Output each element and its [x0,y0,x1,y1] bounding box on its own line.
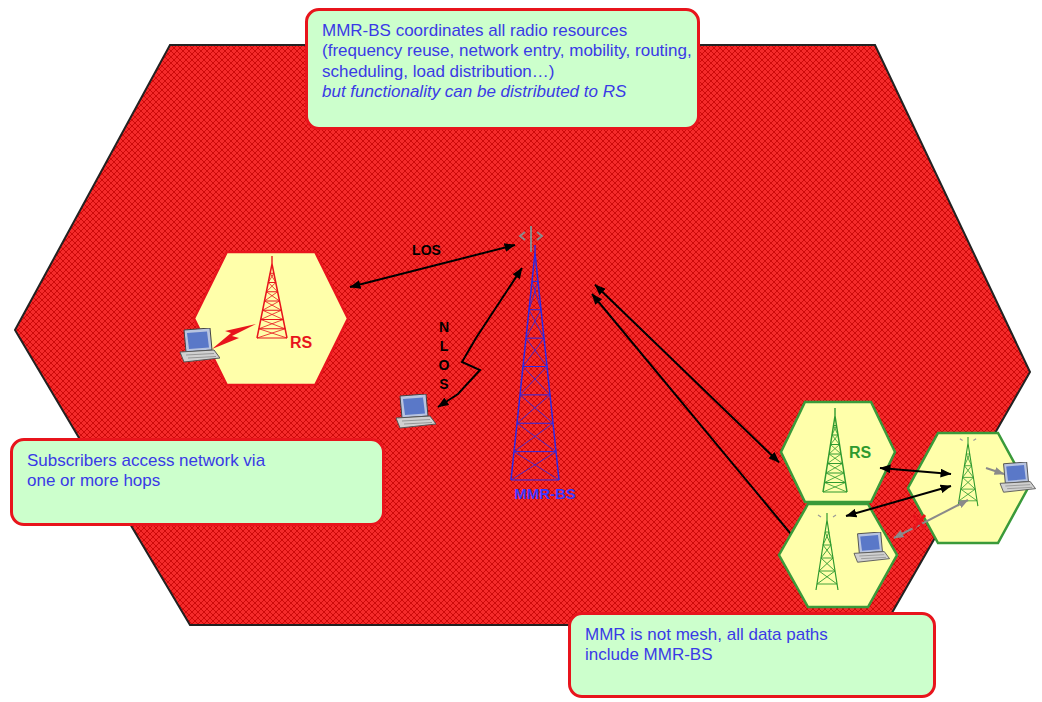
station-label: MMR-BS [495,485,595,502]
base-station: MMR-BS [495,245,595,510]
callout-text: MMR-BS coordinates all radio resources (… [322,21,694,103]
callout-text: MMR is not mesh, all data paths include … [585,625,830,666]
link-label: NLOS [437,318,451,394]
laptop-icon [180,328,220,362]
blocked-link [894,500,968,538]
callout-text: Subscribers access network via one or mo… [27,451,267,492]
link-label: LOS [412,242,441,258]
node-shape [495,245,595,510]
blocked-mark [913,515,925,529]
relay-hexagon [194,252,348,385]
relay-tower [816,513,838,590]
laptop-icon [1000,462,1036,492]
access-link [986,468,1004,474]
relay-hexagon [781,402,895,502]
radio-bolt [212,324,256,349]
nlos-link [438,268,522,407]
radio-link [595,285,779,463]
relay-link [592,294,800,545]
relay-cell: RS [192,250,350,387]
relay-label: RS [849,444,871,462]
relay-link [846,486,951,516]
relay-link [880,468,951,474]
bs-antenna [520,226,542,252]
node-shape [192,250,350,387]
callout-box: Subscribers access network via one or mo… [10,438,385,526]
cell-hexagon [15,45,1030,625]
callout-text: Subscribers access network via one or mo… [27,451,267,492]
tower-symbol [823,408,847,492]
callout-box: MMR-BS coordinates all radio resources (… [305,8,700,130]
relay-cell: RS [779,400,897,504]
callout-text: MMR-BS coordinates all radio resources (… [322,21,694,82]
tower-symbol [257,256,287,338]
laptop-icon [854,532,890,562]
relay-hexagon [779,504,897,607]
callout-text: MMR is not mesh, all data paths include … [585,625,830,666]
relay-label: RS [290,334,312,352]
callout-box: MMR is not mesh, all data paths include … [568,612,936,698]
laptop-icon [396,394,436,428]
callout-text: but functionality can be distributed to … [322,82,694,102]
node-shape [779,400,897,504]
tower-symbol [511,245,559,480]
relay-tower [958,437,978,506]
